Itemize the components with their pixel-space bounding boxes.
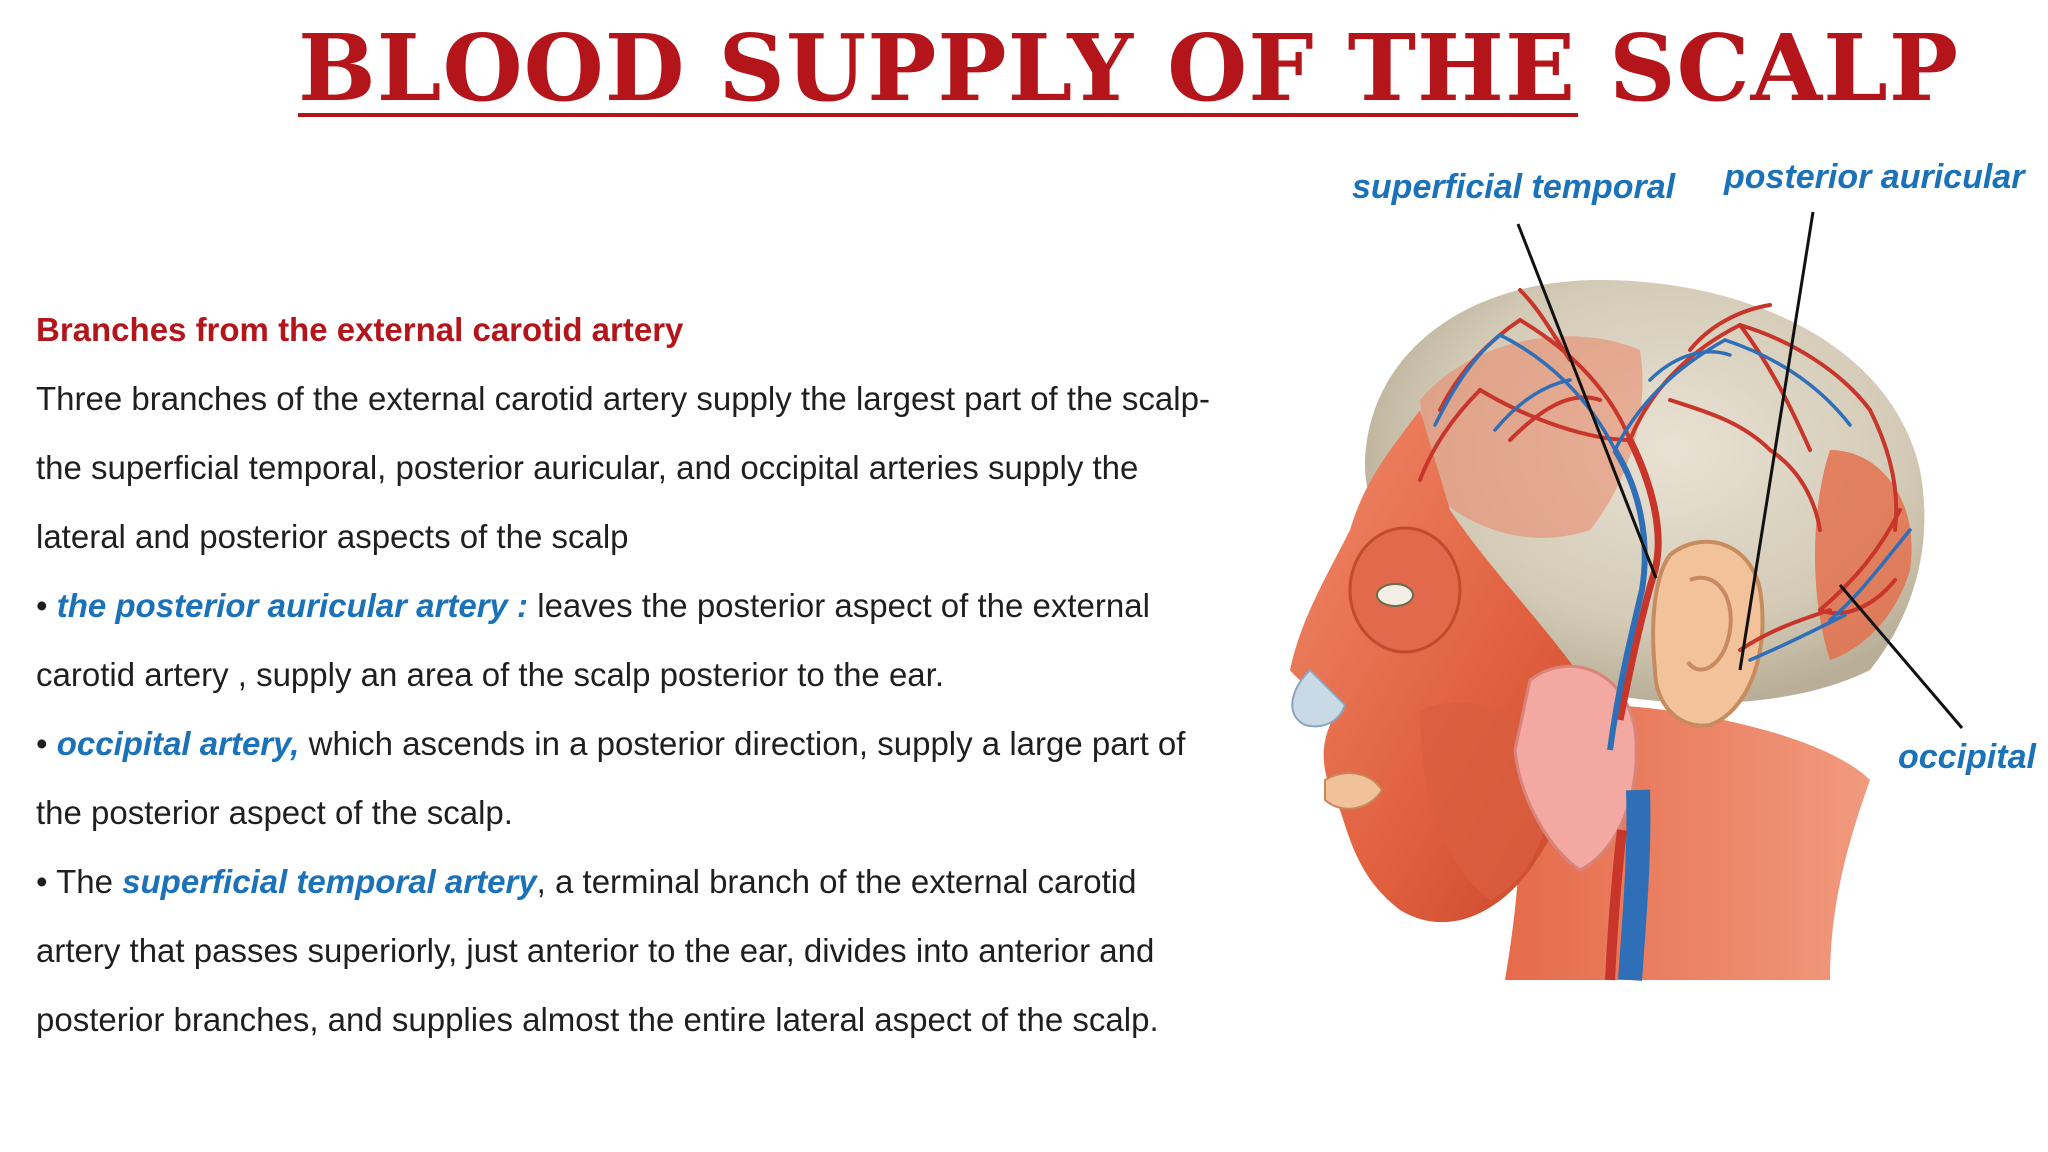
bullet-occipital: • occipital artery, which ascends in a p… [36, 709, 1336, 778]
bullet-text: which ascends in a posterior direction, … [299, 725, 1186, 762]
scalp-veins [1433, 333, 1912, 662]
jugular-vein [1618, 789, 1651, 981]
leader-superficial-temporal [1516, 223, 1658, 579]
bullet-marker: • The [36, 863, 123, 900]
superficial-temporal-vein [1607, 448, 1648, 751]
occipital-muscle [1815, 450, 1912, 660]
lips [1324, 772, 1384, 810]
head-anatomy-figure: superficial temporal posterior auricular… [1270, 150, 2048, 1000]
intro-line-2: the superficial temporal, posterior auri… [36, 449, 1139, 486]
bullet-posterior-auricular: • the posterior auricular artery : leave… [36, 571, 1336, 640]
bullet-marker: • [36, 725, 57, 762]
leader-occipital [1838, 584, 1964, 729]
carotid-artery [1605, 829, 1627, 981]
ear [1651, 539, 1765, 728]
bullet-occipital-cont: the posterior aspect of the scalp. [36, 794, 513, 831]
scalp-arteries [1418, 288, 1902, 652]
leader-posterior-auricular [1738, 211, 1815, 671]
parotid-gland [1513, 664, 1638, 872]
superficial-temporal-vessel [1616, 438, 1662, 721]
term-posterior-auricular: the posterior auricular artery : [56, 587, 529, 624]
temporal-muscle [1420, 336, 1643, 538]
bullet-superficial-temporal: • The superficial temporal artery, a ter… [36, 847, 1336, 916]
nose [1291, 668, 1347, 728]
label-occipital: occipital [1898, 738, 2036, 776]
label-superficial-temporal: superficial temporal [1352, 168, 1676, 206]
head-illustration [1290, 211, 1964, 981]
bullet-text: , a terminal branch of the external caro… [536, 863, 1137, 900]
term-superficial-temporal: superficial temporal artery [122, 863, 537, 900]
title-underline [298, 113, 1578, 117]
bullet-posterior-auricular-cont: carotid artery , supply an area of the s… [36, 656, 944, 693]
bullet-superficial-temporal-cont-2: posterior branches, and supplies almost … [36, 1001, 1159, 1038]
intro-line-3: lateral and posterior aspects of the sca… [36, 518, 629, 555]
intro-line-1: Three branches of the external carotid a… [36, 380, 1210, 417]
bullet-superficial-temporal-cont-1: artery that passes superiorly, just ante… [36, 932, 1155, 969]
term-occipital: occipital artery, [56, 725, 300, 762]
slide-title: BLOOD SUPPLY OF THE SCALP [298, 14, 1960, 122]
slide-body: Branches from the external carotid arter… [36, 295, 1336, 1054]
ear-inner [1686, 576, 1733, 672]
section-heading: Branches from the external carotid arter… [36, 311, 684, 348]
label-posterior-auricular: posterior auricular [1724, 158, 2025, 196]
eye [1376, 583, 1414, 607]
leader-lines [1516, 211, 1964, 729]
bullet-text: leaves the posterior aspect of the exter… [528, 587, 1150, 624]
bullet-marker: • [36, 587, 57, 624]
